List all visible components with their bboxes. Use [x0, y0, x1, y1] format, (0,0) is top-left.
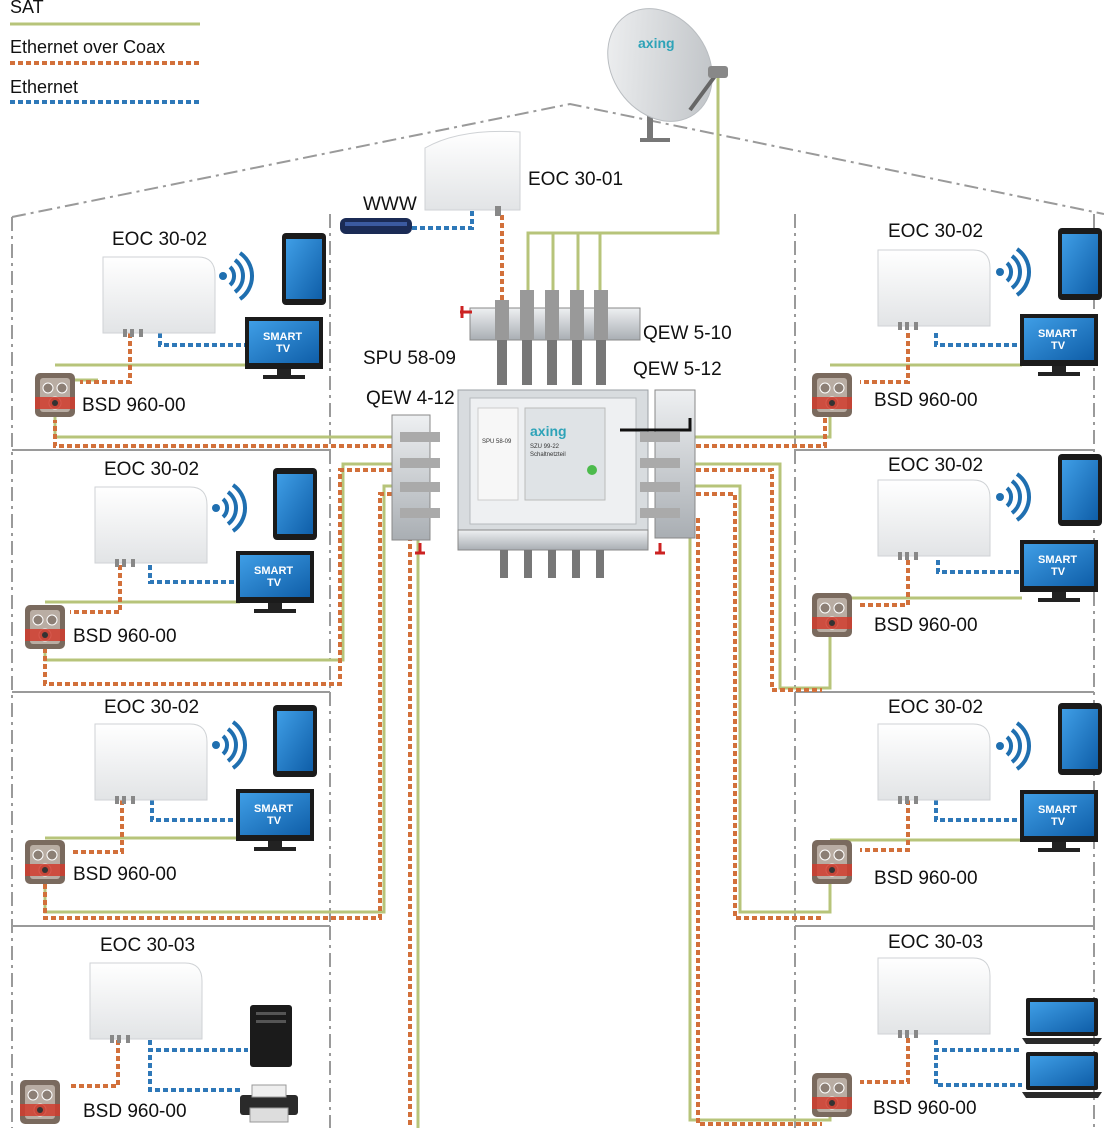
- eoc-adapter: [94, 486, 208, 568]
- adapter-label: EOC 30-02: [888, 221, 983, 242]
- qew-5-12-label: QEW 5-12: [633, 359, 722, 380]
- qew-5-10-label: QEW 5-10: [643, 323, 732, 344]
- socket-label: BSD 960-00: [874, 868, 978, 889]
- wall-socket-icon: [19, 1079, 61, 1125]
- wifi-icon: [994, 247, 1032, 297]
- qew-5-10-splitter: [460, 290, 641, 385]
- eoc-cabling: [43, 215, 910, 1128]
- eoc-adapter: [877, 479, 991, 561]
- szu-model-text: SZU 99-22: [530, 444, 560, 450]
- www-label: WWW: [363, 194, 417, 215]
- wifi-icon: [994, 472, 1032, 522]
- legend: SAT Ethernet over Coax Ethernet: [10, 0, 200, 104]
- tv-line1: SMART: [254, 565, 293, 577]
- eoc-master-device: [424, 130, 521, 216]
- room-left-1: EOC 30-02 SMART TV BSD 960-00: [34, 229, 326, 418]
- tablet-icon: [273, 468, 317, 540]
- legend-sat-label: SAT: [10, 0, 44, 17]
- wall-socket-icon: [34, 372, 76, 418]
- room-right-1: EOC 30-02 SMART TV BSD 960-00: [811, 221, 1102, 418]
- tv-line1: SMART: [1038, 328, 1077, 340]
- tv-line2: TV: [1051, 816, 1066, 828]
- laptop-icon: [1022, 1052, 1102, 1098]
- tv-line1: SMART: [263, 331, 302, 343]
- socket-label: BSD 960-00: [82, 395, 186, 416]
- adapter-label: EOC 30-02: [104, 459, 199, 480]
- house-outline: [11, 102, 1104, 1128]
- tv-line2: TV: [267, 577, 282, 589]
- wifi-icon: [210, 720, 248, 770]
- printer-icon: [240, 1084, 298, 1123]
- multiswitch: SPU 58-09 axing SZU 99-22 Schaltnetzteil: [391, 389, 696, 578]
- adapter-label: EOC 30-02: [888, 697, 983, 718]
- wifi-icon: [217, 251, 255, 301]
- tv-line2: TV: [1051, 340, 1066, 352]
- room-right-2: EOC 30-02 SMART TV BSD 960-00: [811, 454, 1102, 638]
- socket-label: BSD 960-00: [873, 1098, 977, 1119]
- satellite-dish: axing: [607, 8, 728, 142]
- room-left-2: EOC 30-02 SMART TV BSD 960-00: [24, 459, 317, 650]
- tv-line2: TV: [1051, 566, 1066, 578]
- spu-model-text: SPU 58-09: [482, 439, 512, 445]
- eoc-adapter: [102, 256, 216, 338]
- wifi-icon: [994, 721, 1032, 771]
- szu-sub-text: Schaltnetzteil: [530, 452, 566, 458]
- socket-label: BSD 960-00: [83, 1101, 187, 1122]
- wall-socket-icon: [811, 839, 853, 885]
- floor-dividers: [329, 214, 796, 1128]
- eoc-master-label: EOC 30-01: [528, 169, 623, 190]
- tablet-icon: [1058, 454, 1102, 526]
- legend-eth-label: Ethernet: [10, 77, 78, 97]
- socket-label: BSD 960-00: [73, 864, 177, 885]
- wall-socket-icon: [24, 604, 66, 650]
- eoc-adapter: [877, 723, 991, 805]
- wall-socket-icon: [811, 372, 853, 418]
- room-left-4: EOC 30-03 BSD 960-00: [19, 935, 298, 1125]
- adapter-label: EOC 30-03: [100, 935, 195, 956]
- room-right-3: EOC 30-02 SMART TV BSD 960-00: [811, 697, 1102, 889]
- switch-brand: axing: [530, 423, 567, 439]
- socket-label: BSD 960-00: [874, 390, 978, 411]
- room-left-3: EOC 30-02 SMART TV BSD 960-00: [24, 697, 317, 885]
- wall-socket-icon: [811, 592, 853, 638]
- eoc-adapter: [94, 723, 208, 805]
- socket-label: BSD 960-00: [73, 626, 177, 647]
- wall-socket-icon: [24, 839, 66, 885]
- floor-lines: [12, 449, 1094, 927]
- spu-label: SPU 58-09: [363, 348, 456, 369]
- adapter-label: EOC 30-02: [112, 229, 207, 250]
- adapter-label: EOC 30-02: [104, 697, 199, 718]
- tablet-icon: [1058, 228, 1102, 300]
- tv-line1: SMART: [1038, 554, 1077, 566]
- eoc-adapter: [877, 249, 991, 331]
- room-right-4: EOC 30-03 BSD 960-00: [811, 932, 1102, 1119]
- adapter-label: EOC 30-02: [888, 455, 983, 476]
- tv-line2: TV: [276, 343, 291, 355]
- wifi-icon: [210, 483, 248, 533]
- tv-line2: TV: [267, 815, 282, 827]
- ethernet-cabling: [148, 205, 1022, 1092]
- tablet-icon: [273, 705, 317, 777]
- adapter-label: EOC 30-03: [888, 932, 983, 953]
- socket-label: BSD 960-00: [874, 615, 978, 636]
- pc-tower-icon: [250, 1005, 292, 1067]
- legend-eoc-label: Ethernet over Coax: [10, 37, 165, 57]
- wall-socket-icon: [811, 1072, 853, 1118]
- router-icon: [340, 218, 412, 234]
- qew-4-12-label: QEW 4-12: [366, 388, 455, 409]
- tablet-icon: [1058, 703, 1102, 775]
- dish-brand: axing: [638, 35, 675, 51]
- laptop-icon: [1022, 998, 1102, 1044]
- tablet-icon: [282, 233, 326, 305]
- eoc-adapter: [89, 962, 203, 1044]
- tv-line1: SMART: [254, 803, 293, 815]
- eoc-adapter: [877, 957, 991, 1039]
- tv-line1: SMART: [1038, 804, 1077, 816]
